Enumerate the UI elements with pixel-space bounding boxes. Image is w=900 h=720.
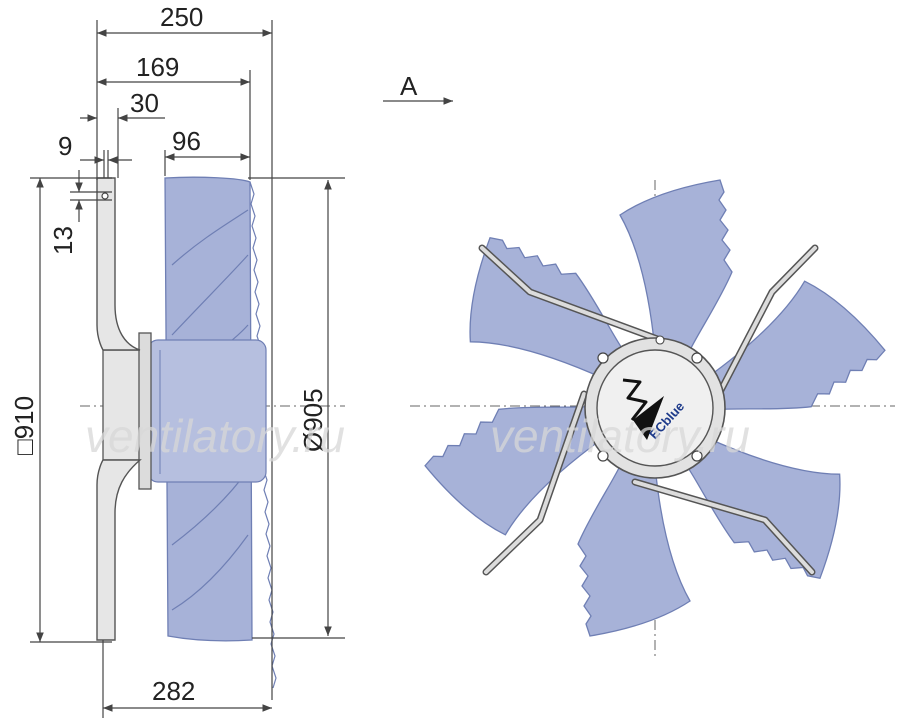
hub-bolt-hole	[691, 352, 703, 364]
side-flange-ring	[138, 332, 152, 490]
dim-square-910: □910	[9, 396, 39, 455]
hub-bolt-hole	[597, 352, 609, 364]
side-mount-hole	[101, 192, 109, 200]
lightning-bolt-icon	[622, 378, 648, 421]
front-view: ECblue	[410, 179, 895, 660]
side-frame-upper	[96, 177, 141, 351]
logo-triangle-icon	[633, 396, 664, 440]
side-frame-lower	[96, 459, 142, 641]
view-label-a: A	[400, 71, 418, 101]
dim-96: 96	[172, 126, 201, 156]
watermark-right: ventilatory.ru	[490, 410, 750, 462]
hub-strut-pin	[655, 335, 665, 345]
hub-bolt-hole	[691, 450, 703, 462]
side-view: 250 169 30 9 96 13 □910 Ø	[9, 2, 345, 718]
watermark-left: ventilatory.ru	[85, 410, 345, 462]
view-direction-arrow: A	[383, 71, 453, 105]
dim-9: 9	[58, 131, 72, 161]
dim-diameter-905: Ø905	[298, 388, 328, 452]
dim-282: 282	[152, 676, 195, 706]
dim-250: 250	[160, 2, 203, 32]
support-struts	[478, 244, 819, 576]
dim-13: 13	[48, 226, 78, 255]
fan-blade	[619, 179, 733, 352]
dim-30: 30	[130, 88, 159, 118]
hub-bolt-hole	[597, 450, 609, 462]
dim-169: 169	[136, 52, 179, 82]
